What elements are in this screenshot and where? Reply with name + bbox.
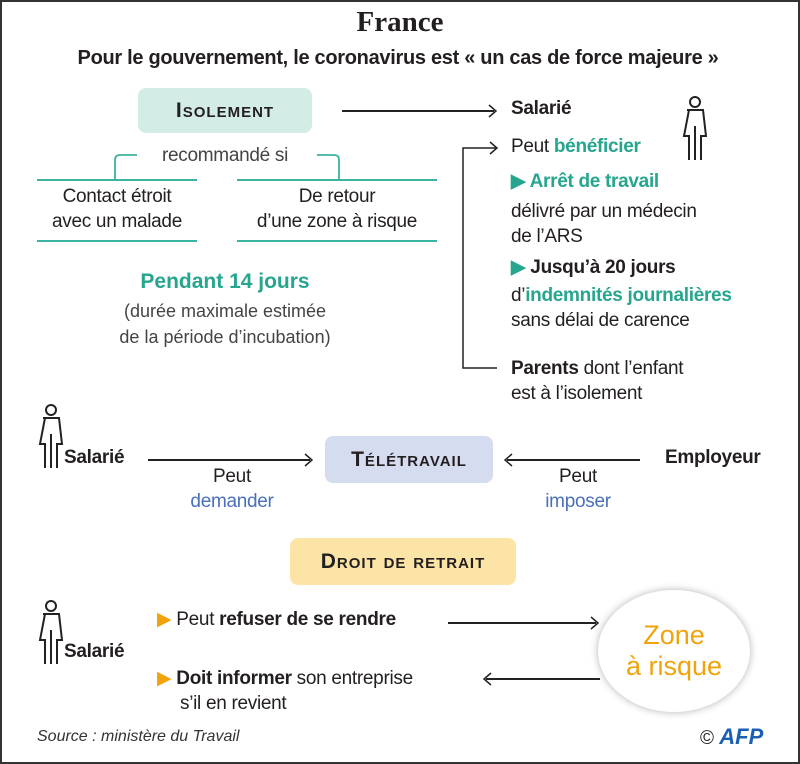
benefit-line: Peut bénéficier: [511, 136, 641, 157]
afp-logo: AFP: [719, 724, 764, 749]
play-icon: ▶: [511, 171, 530, 192]
subtitle: Pour le gouvernement, le coronavirus est…: [77, 47, 719, 69]
play-icon: ▶: [157, 668, 177, 689]
arrowhead-icon: [304, 453, 314, 467]
retrait-box: Droit de retrait: [290, 538, 516, 585]
item-arret: ▶ Arrêt de travail: [511, 171, 659, 192]
credit: © AFP: [700, 724, 764, 749]
bracket: [114, 154, 340, 179]
arrowhead-icon: [503, 453, 513, 467]
item-jours: ▶ Jusqu’à 20 jours: [511, 257, 676, 278]
item-indemnites: d’indemnités journalières: [511, 285, 732, 306]
person-icon: [682, 96, 708, 160]
bracket-connector: [462, 141, 499, 369]
item-carence: sans délai de carence: [511, 310, 690, 331]
arrow-to-zone: [448, 622, 596, 624]
source: Source : ministère du Travail: [37, 728, 240, 745]
duration: Pendant 14 jours: [140, 270, 310, 293]
divider: [237, 179, 437, 181]
play-icon: ▶: [157, 609, 177, 630]
retrait-actor: Salarié: [64, 641, 125, 662]
title: France: [356, 6, 444, 38]
person-icon: [38, 404, 64, 468]
divider: [237, 240, 437, 242]
arrow-from-zone: [486, 678, 600, 680]
recommended-if: recommandé si: [162, 145, 288, 166]
play-icon: ▶: [511, 257, 531, 278]
arrowhead-icon: [488, 104, 498, 118]
arrow-demander: [148, 459, 310, 461]
divider: [37, 179, 197, 181]
tele-right-actor: Employeur: [665, 447, 761, 468]
divider: [37, 240, 197, 242]
teletravail-box: Télétravail: [325, 436, 493, 483]
arrowhead-icon: [482, 672, 492, 686]
isolement-box: Isolement: [138, 88, 312, 133]
isolement-target: Salarié: [511, 98, 572, 119]
arrowhead-icon: [590, 616, 600, 630]
arrow-imposer: [507, 459, 640, 461]
retrait-line1: ▶ Peut refuser de se rendre: [157, 609, 396, 630]
arrow-isolement-salarie: [342, 110, 494, 112]
person-icon: [38, 600, 64, 664]
tele-left-actor: Salarié: [64, 447, 125, 468]
